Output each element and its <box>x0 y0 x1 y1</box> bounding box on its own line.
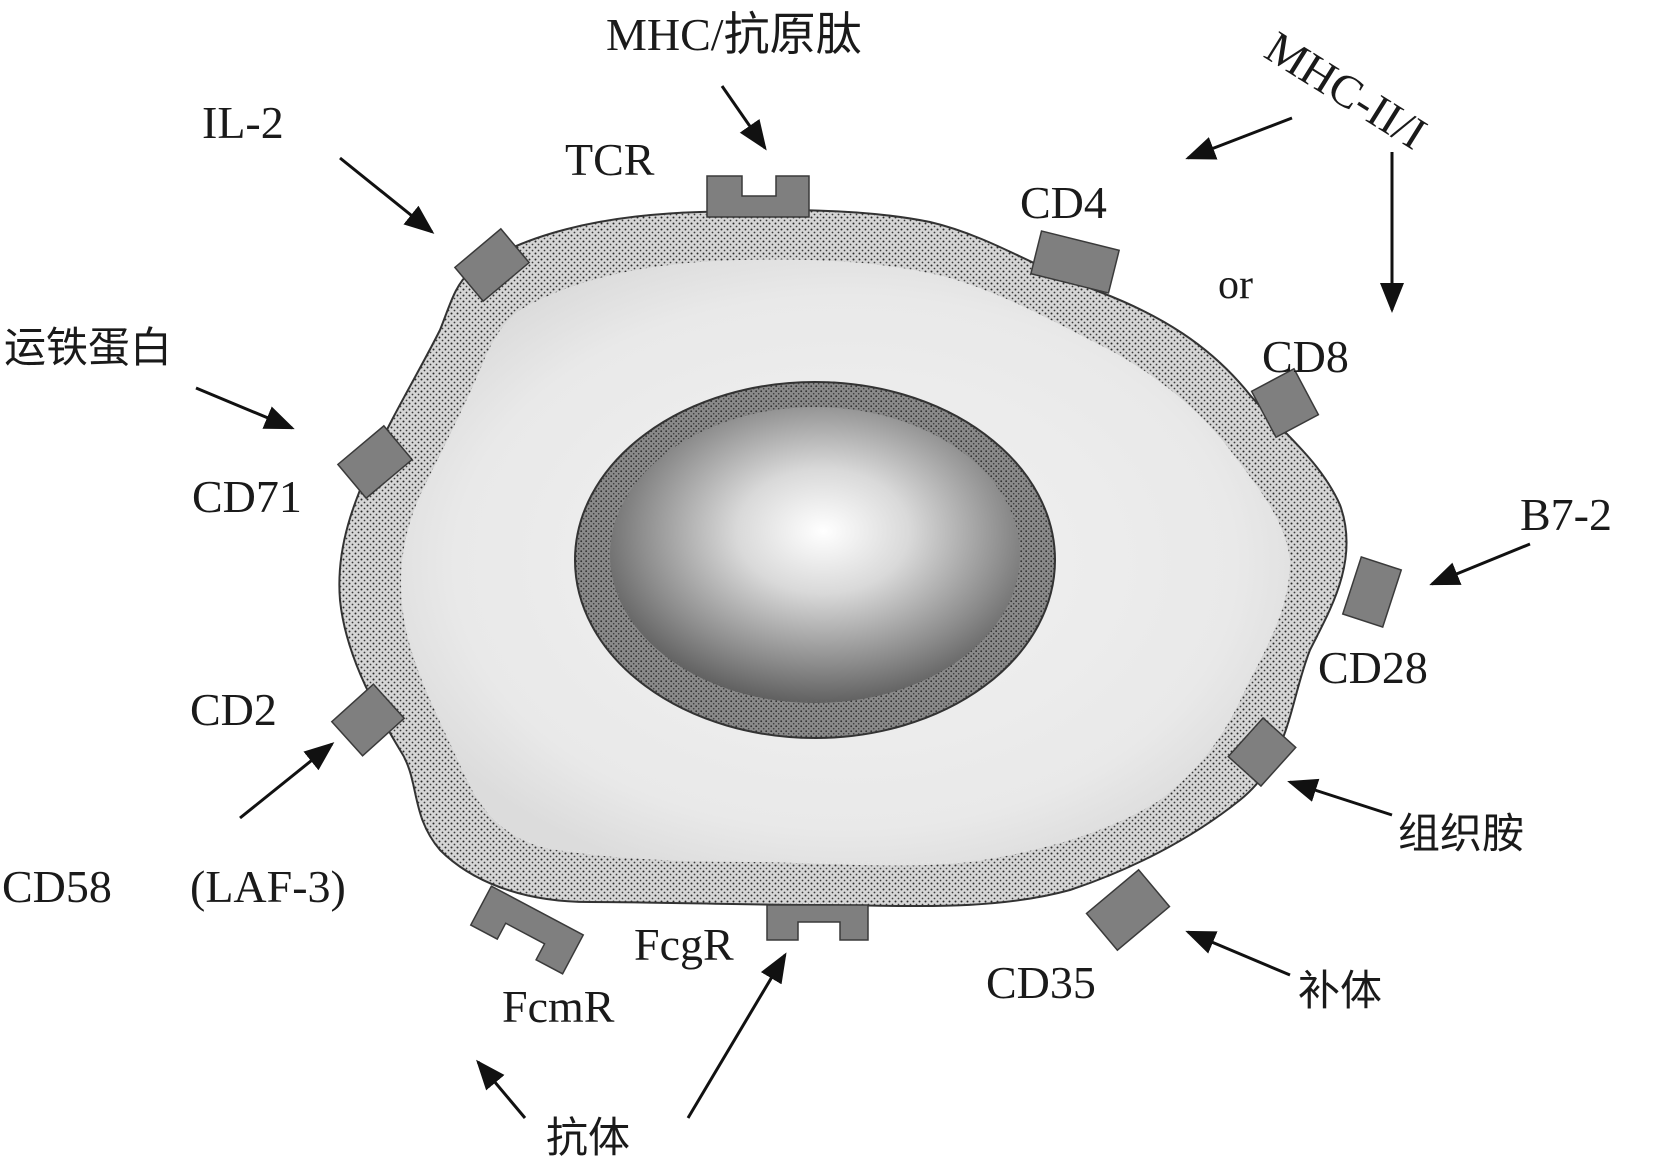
arrow-mhc-peptide <box>720 85 767 151</box>
cd71-receptor <box>336 424 414 500</box>
arrow-cd58 <box>239 742 335 820</box>
label-cd71: CD71 <box>192 471 302 522</box>
label-fcgr: FcgR <box>634 919 734 970</box>
label-fcmr: FcmR <box>502 981 615 1032</box>
arrow-antibody-to-fcgr <box>686 952 787 1119</box>
label-cd4: CD4 <box>1020 177 1107 228</box>
cd35-receptor <box>1085 868 1171 952</box>
label-antibody: 抗体 <box>546 1113 630 1162</box>
label-cd2: CD2 <box>190 684 277 735</box>
cd4-receptor <box>1029 230 1121 294</box>
arrow-antibody-to-fcmr <box>476 1059 527 1119</box>
il2-receptor <box>453 227 531 303</box>
cd2-receptor <box>330 683 406 757</box>
arrow-il2 <box>339 156 435 234</box>
label-mhc-peptide: MHC/抗原肽 <box>606 9 862 60</box>
label-cd35: CD35 <box>986 957 1096 1008</box>
label-b72: B7-2 <box>1520 489 1612 540</box>
label-il2: IL-2 <box>202 97 284 148</box>
label-cd8: CD8 <box>1262 331 1349 382</box>
nucleus <box>610 407 1020 703</box>
label-cd28: CD28 <box>1318 642 1428 693</box>
label-transferrin: 运铁蛋白 <box>4 323 172 372</box>
arrow-b72 <box>1429 542 1531 586</box>
arrow-mhc-to-cd4 <box>1185 116 1293 160</box>
arrow-histamine <box>1287 778 1393 817</box>
label-complement: 补体 <box>1298 966 1382 1015</box>
arrow-complement <box>1185 930 1291 977</box>
label-mhc-class: MHC-II/I <box>1257 21 1436 159</box>
label-tcr: TCR <box>565 134 655 185</box>
fcmr-receptor <box>469 885 585 975</box>
label-or: or <box>1218 262 1253 308</box>
cd8-receptor <box>1250 367 1320 439</box>
tcr-receptor <box>706 175 810 218</box>
label-laf3: (LAF-3) <box>190 861 346 912</box>
label-histamine: 组织胺 <box>1398 809 1524 858</box>
histamine-receptor <box>1227 716 1297 788</box>
fcgr-receptor <box>766 904 869 941</box>
label-cd58: CD58 <box>2 861 112 912</box>
arrow-transferrin <box>195 386 295 430</box>
cd28-receptor <box>1341 556 1403 628</box>
